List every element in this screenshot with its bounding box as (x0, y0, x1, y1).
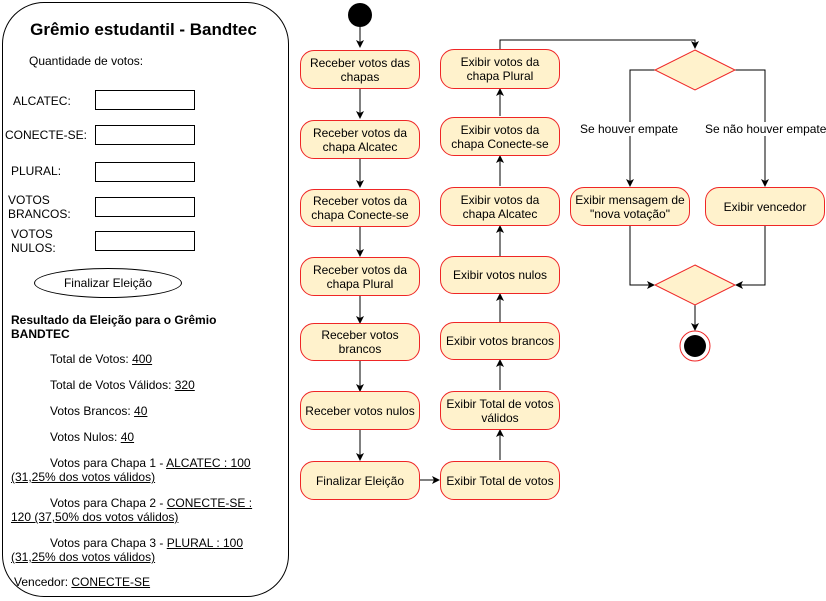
node-receive-conecte-se: Receber votos da chapa Conecte-se (300, 189, 420, 227)
chapa3-prefix: Votos para Chapa 3 - (50, 536, 167, 550)
node-show-blank: Exibir votos brancos (440, 322, 560, 360)
decision-diamond (653, 49, 737, 91)
results-heading-line2: BANDTEC (11, 327, 70, 341)
edge-winner-to-merge (735, 226, 766, 289)
field-label-null-line2: NULOS: (11, 241, 56, 255)
start-node (348, 3, 372, 27)
field-label-null-line1: VOTOS (11, 227, 53, 241)
blank-votes-value: 40 (134, 404, 148, 418)
chapa3-row-line1: Votos para Chapa 3 - PLURAL : 100 (50, 536, 243, 550)
total-votes-label: Total de Votos: (50, 352, 133, 366)
node-show-alcatec: Exibir votos da chapa Alcatec (440, 187, 560, 226)
node-show-winner: Exibir vencedor (705, 187, 825, 226)
votes-quantity-label: Quantidade de votos: (29, 54, 144, 68)
null-votes-value: 40 (120, 430, 135, 444)
field-label-alcatec: ALCATEC: (13, 94, 71, 108)
winner-value: CONECTE-SE (71, 575, 151, 589)
node-receive-null: Receber votos nulos (300, 391, 420, 430)
node-show-total: Exibir Total de votos (440, 461, 560, 500)
field-label-blank-line1: VOTOS (8, 193, 50, 207)
chapa2-prefix: Votos para Chapa 2 - (50, 496, 167, 510)
edge-branch-tie (626, 69, 655, 187)
results-heading-line1: Resultado da Eleição para o Grêmio (11, 313, 217, 327)
node-show-plural: Exibir votos da chapa Plural (440, 49, 560, 89)
node-tie-message: Exibir mensagem de "nova votação" (570, 187, 690, 226)
null-votes-row: Votos Nulos: 40 (50, 430, 134, 444)
plural-votes-input[interactable] (95, 162, 195, 182)
node-receive-votes: Receber votos das chapas (300, 50, 420, 89)
node-show-null: Exibir votos nulos (440, 256, 560, 294)
null-votes-input[interactable] (95, 231, 195, 251)
chapa2-value: CONECTE-SE : (166, 496, 253, 510)
node-show-valid: Exibir Total de votos válidos (440, 391, 560, 430)
field-label-conecte-se: CONECTE-SE: (5, 128, 88, 142)
valid-votes-value: 320 (174, 378, 195, 392)
page-title: Grêmio estudantil - Bandtec (30, 20, 257, 39)
chapa3-value: PLURAL : 100 (166, 536, 244, 550)
valid-votes-label: Total de Votos Válidos: (50, 378, 175, 392)
merge-diamond (653, 264, 737, 306)
total-votes-row: Total de Votos: 400 (50, 352, 152, 366)
edge-tie-to-merge (629, 226, 655, 289)
node-receive-blank: Receber votos brancos (300, 323, 420, 361)
finalize-election-button[interactable]: Finalizar Eleição (34, 268, 182, 298)
end-node (684, 335, 706, 357)
total-votes-value: 400 (132, 352, 153, 366)
chapa1-row-line2: (31,25% dos votos válidos) (11, 470, 156, 484)
chapa1-row-line1: Votos para Chapa 1 - ALCATEC : 100 (50, 456, 251, 470)
blank-votes-row: Votos Brancos: 40 (50, 404, 147, 418)
node-finalize-election: Finalizar Eleição (300, 461, 420, 500)
node-receive-alcatec: Receber votos da chapa Alcatec (300, 120, 420, 159)
edge-branch-no-tie (735, 69, 769, 187)
node-show-conecte-se: Exibir votos da chapa Conecte-se (440, 117, 560, 156)
null-votes-label: Votos Nulos: (50, 430, 121, 444)
label-no-tie: Se não houver empate (705, 122, 826, 136)
blank-votes-label: Votos Brancos: (50, 404, 135, 418)
blank-votes-input[interactable] (95, 197, 195, 217)
winner-label: Vencedor: (14, 575, 72, 589)
alcatec-votes-input[interactable] (95, 90, 195, 110)
label-tie: Se houver empate (580, 122, 679, 136)
chapa1-value: ALCATEC : 100 (166, 456, 251, 470)
chapa2-row-line1: Votos para Chapa 2 - CONECTE-SE : (50, 496, 252, 510)
valid-votes-row: Total de Votos Válidos: 320 (50, 378, 195, 392)
field-label-plural: PLURAL: (11, 164, 62, 178)
field-label-blank-line2: BRANCOS: (8, 207, 71, 221)
conecte-se-votes-input[interactable] (95, 125, 195, 145)
node-receive-plural: Receber votos da chapa Plural (300, 257, 420, 296)
chapa1-prefix: Votos para Chapa 1 - (50, 456, 167, 470)
edge-plural-to-decision (499, 39, 699, 49)
winner-row: Vencedor: CONECTE-SE (14, 575, 150, 589)
chapa3-row-line2: (31,25% dos votos válidos) (11, 550, 156, 564)
chapa2-row-line2: 120 (37,50% dos votos válidos) (11, 510, 179, 524)
